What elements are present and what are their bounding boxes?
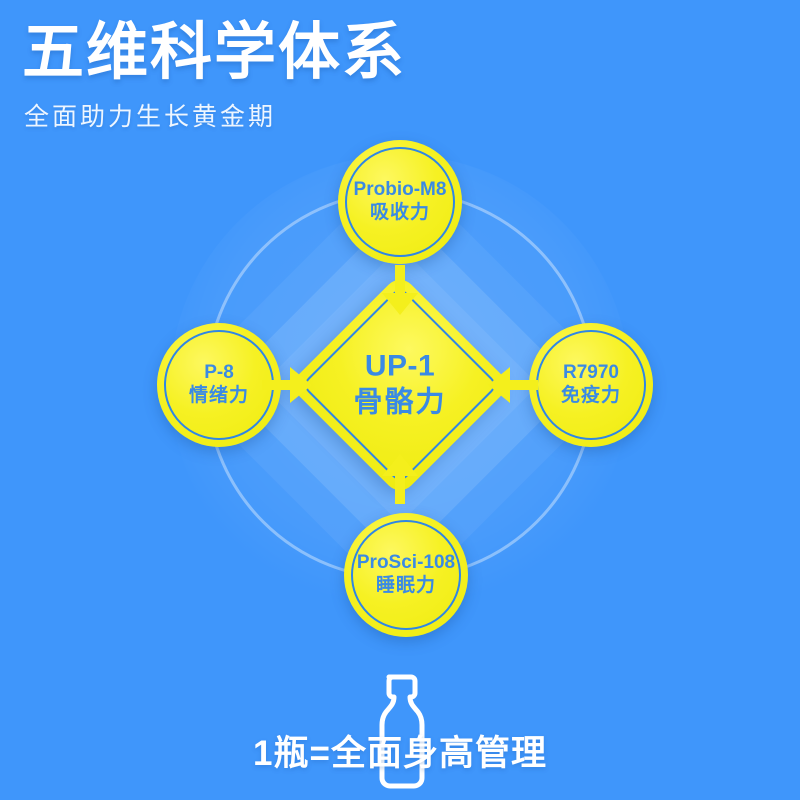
- core-node-code: UP-1: [364, 349, 436, 383]
- node-name: 情绪力: [188, 384, 249, 406]
- node-code: ProSci-108: [356, 551, 456, 573]
- page-subtitle: 全面助力生长黄金期: [24, 102, 277, 131]
- page-title: 五维科学体系: [22, 18, 407, 87]
- node-p-8[interactable]: P-8 情绪力: [157, 323, 281, 447]
- node-prosci-108[interactable]: ProSci-108 睡眠力: [344, 513, 468, 637]
- arrow-left-icon: [486, 365, 538, 405]
- node-probio-m8[interactable]: Probio-M8 吸收力: [338, 140, 462, 264]
- node-r7970[interactable]: R7970 免疫力: [529, 323, 653, 447]
- node-name: 免疫力: [560, 384, 621, 406]
- footer-slogan: 1瓶=全面身高管理: [253, 734, 547, 773]
- bottle-icon: [367, 672, 433, 792]
- core-node-labels: UP-1 骨骼力: [300, 350, 500, 421]
- header: 五维科学体系 全面助力生长黄金期: [22, 18, 762, 133]
- core-node-name: 骨骼力: [353, 386, 447, 419]
- arrow-down-icon: [380, 265, 420, 317]
- node-name: 睡眠力: [375, 574, 436, 596]
- node-name: 吸收力: [369, 201, 430, 223]
- arrow-up-icon: [380, 452, 420, 504]
- node-code: Probio-M8: [353, 178, 447, 200]
- footer: 1瓶=全面身高管理: [0, 672, 800, 800]
- arrow-right-icon: [262, 365, 314, 405]
- node-code: P-8: [204, 361, 234, 383]
- node-code: R7970: [563, 361, 619, 383]
